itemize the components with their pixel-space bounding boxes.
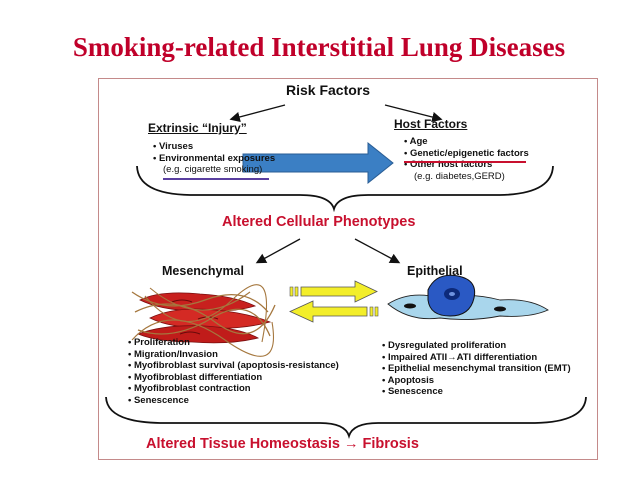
altered-phenotypes-label: Altered Cellular Phenotypes	[222, 214, 416, 230]
epithelial-item: • Dysregulated proliferation	[382, 340, 507, 351]
mesenchymal-cells-icon	[131, 284, 276, 357]
epithelial-item: • Senescence	[382, 386, 443, 398]
epithelial-item: • Epithelial mesenchymal transition (EMT…	[382, 363, 571, 375]
host-item: • Age	[404, 136, 428, 147]
extrinsic-example: (e.g. cigarette smoking)	[163, 164, 263, 176]
epithelial-heading: Epithelial	[407, 264, 463, 278]
mesenchymal-item: • Senescence	[128, 394, 189, 406]
mesenchymal-item: • Proliferation	[128, 337, 190, 348]
pheno-right-arrow	[354, 238, 401, 264]
extrinsic-item: • Environmental exposures	[153, 152, 276, 164]
exchange-arrows-icon	[289, 280, 379, 323]
diagram-frame	[98, 78, 598, 460]
blue-arrow	[242, 141, 394, 185]
bottom-brace	[105, 396, 587, 440]
epithelial-list: • Dysregulated proliferation • Impaired …	[382, 340, 571, 398]
risk-left-arrow	[229, 104, 286, 123]
top-brace	[136, 165, 554, 213]
extrinsic-list: • Viruses • Environmental exposures (e.g…	[153, 141, 275, 176]
extrinsic-item: • Viruses	[153, 141, 194, 152]
slide-title: Smoking-related Interstitial Lung Diseas…	[72, 32, 566, 62]
epithelial-item: • Apoptosis	[382, 374, 435, 386]
risk-factors-label: Risk Factors	[286, 82, 371, 98]
pheno-left-arrow	[255, 238, 301, 264]
host-example: (e.g. diabetes,GERD)	[414, 170, 505, 182]
mesenchymal-heading: Mesenchymal	[162, 264, 244, 278]
host-heading: Host Factors	[394, 117, 468, 131]
epithelial-item: • Impaired ATII→ATI differentiation	[382, 351, 538, 363]
mesenchymal-list: • Proliferation • Migration/Invasion • M…	[128, 337, 339, 407]
host-item: • Other host factors	[404, 159, 493, 171]
smoking-underline	[163, 178, 269, 180]
mesenchymal-item: • Migration/Invasion	[128, 348, 218, 360]
genetic-underline	[404, 161, 526, 163]
host-list: • Age • Genetic/epigenetic factors • Oth…	[404, 136, 529, 182]
extrinsic-heading: Extrinsic “Injury”	[148, 121, 247, 135]
risk-right-arrow	[384, 104, 443, 123]
host-item: • Genetic/epigenetic factors	[404, 147, 529, 159]
mesenchymal-item: • Myofibroblast differentiation	[128, 371, 263, 383]
epithelial-cells-icon	[387, 274, 549, 321]
outcome-label: Altered Tissue Homeostasis → Fibrosis	[146, 436, 419, 452]
mesenchymal-item: • Myofibroblast survival (apoptosis-resi…	[128, 360, 339, 372]
mesenchymal-item: • Myofibroblast contraction	[128, 383, 251, 395]
